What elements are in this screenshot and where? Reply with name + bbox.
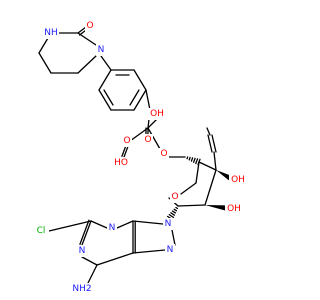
bond-n9-hash	[175, 206, 179, 210]
atom-cooh2-o: O	[122, 135, 132, 147]
bond-oh2-wedge	[205, 205, 227, 211]
atom-urea-o-label: O	[86, 21, 93, 31]
bond-sugar	[177, 204, 206, 207]
bond-benzyl	[145, 89, 151, 111]
bond-purine	[171, 229, 176, 246]
bond-n9-hash	[170, 212, 176, 216]
bond-ring6	[77, 32, 97, 46]
bond-sugar	[180, 182, 197, 195]
bond-alkyne	[207, 134, 213, 153]
bond-alkyne	[213, 151, 217, 171]
bond-cooh	[147, 118, 158, 129]
bond-purine	[132, 249, 166, 254]
bond-c4-hash	[195, 158, 199, 165]
atom-ether-o: O	[159, 148, 169, 160]
bond-ring6	[38, 52, 52, 74]
atom-oh3: OH	[229, 174, 247, 186]
bond-sugar	[204, 169, 217, 206]
bond-purine	[90, 220, 108, 229]
bond-c-nh2	[87, 264, 98, 284]
atom-urea-n-label: N	[98, 45, 105, 55]
bond-purine	[96, 252, 134, 266]
atom-cooh2-ho-label: HO	[114, 158, 128, 168]
bond-n-aryl	[100, 55, 112, 71]
bond-n9-hash	[168, 213, 175, 219]
bond-purine	[81, 220, 92, 246]
atom-oh3-label: OH	[231, 175, 245, 185]
atom-cl: Cl	[33, 225, 49, 237]
atom-urea-nh: NH	[43, 27, 59, 39]
bond-carbonyl	[77, 26, 87, 34]
atom-ring-o: O	[170, 191, 180, 203]
bond-c4-hash	[192, 157, 196, 163]
bond-c4-hash	[188, 156, 191, 161]
bond-purine	[132, 220, 164, 225]
atom-cl-label: Cl	[37, 226, 46, 236]
bond-aryl	[133, 69, 147, 91]
atom-cooh2-ho: HO	[112, 157, 130, 169]
atom-urea-o: O	[85, 20, 95, 32]
bond-lines	[38, 26, 232, 284]
molecule-structure-diagram: NH O N O OH O HO O	[33, 20, 247, 295]
atom-n9: N	[163, 218, 173, 230]
bond-aryl	[133, 89, 147, 111]
atom-n1-label: N	[79, 246, 86, 256]
atom-n1: N	[77, 245, 87, 257]
atom-n3: N	[107, 222, 117, 234]
bond-aryl-inner	[129, 89, 140, 106]
atom-cooh1-oh-label: OH	[150, 109, 164, 119]
bond-ether	[147, 127, 161, 150]
bond-alkyne	[211, 134, 217, 153]
bond-aryl-inner	[103, 89, 114, 106]
bond-n9-hash	[171, 210, 177, 214]
atom-ether-o-label: O	[160, 149, 167, 159]
bond-ring6	[77, 55, 97, 74]
atom-n7: N	[165, 244, 175, 256]
bond-c4-hash	[186, 156, 189, 160]
atom-urea-n: N	[96, 44, 106, 56]
atom-urea-nh-label: NH	[44, 28, 58, 38]
atom-n3-label: N	[109, 223, 116, 233]
bond-oh3-wedge	[216, 170, 232, 181]
atom-cooh1-oh: OH	[148, 108, 166, 120]
bond-purine	[81, 256, 98, 266]
bond-sugar	[198, 161, 217, 171]
bond-n9-hash	[173, 208, 178, 212]
atom-n7-label: N	[167, 245, 174, 255]
atom-cooh1-o: O	[143, 134, 153, 146]
atom-nh2: NH2	[71, 283, 94, 295]
atom-n9-label: N	[165, 219, 172, 229]
bond-sugar	[195, 161, 200, 184]
bond-aryl	[98, 69, 112, 91]
atom-nh2-label: NH2	[72, 284, 91, 294]
atom-labels: NH O N O OH O HO O	[33, 20, 247, 295]
atom-ring-o-label: O	[171, 192, 178, 202]
bond-c-cl	[48, 220, 92, 232]
atom-oh2-label: OH	[227, 204, 241, 214]
bond-cooh	[129, 127, 149, 142]
bond-aryl	[98, 89, 112, 111]
bond-c4-hash	[190, 157, 194, 162]
bond-purine	[79, 219, 90, 245]
atom-cooh2-o-label: O	[123, 136, 130, 146]
bond-purine	[116, 220, 134, 229]
bond-alkyne	[206, 127, 211, 136]
atom-cooh1-o-label: O	[144, 135, 151, 145]
atom-oh2: OH	[225, 203, 243, 215]
